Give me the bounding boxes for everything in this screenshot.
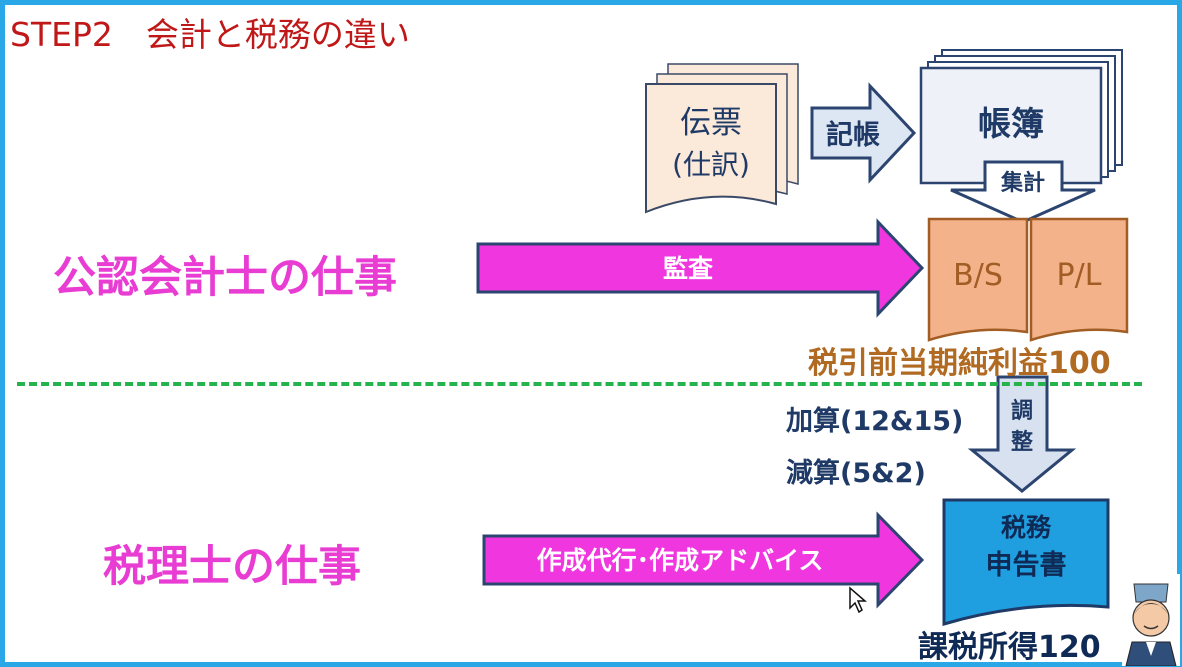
- voucher-sublabel: (仕訳): [672, 148, 750, 181]
- voucher-label: 伝票: [680, 105, 742, 141]
- voucher-stack: 伝票 (仕訳): [645, 63, 799, 214]
- section-divider: [17, 382, 1142, 386]
- deduction-label: 減算(5&2): [786, 458, 926, 489]
- pl-document: P/L: [1029, 217, 1129, 342]
- pretax-income-label: 税引前当期純利益100: [808, 346, 1111, 381]
- mouse-cursor-icon: [849, 586, 868, 614]
- tax-service-arrow: 作成代行･作成アドバイス: [482, 511, 925, 609]
- bs-document: B/S: [927, 217, 1029, 342]
- adjust-label-2: 整: [1011, 429, 1033, 455]
- presenter-avatar: [1122, 574, 1180, 666]
- adjustment-arrow: 調 整: [967, 375, 1077, 493]
- aggregate-arrow: 集計: [950, 160, 1096, 224]
- cpa-work-label: 公認会計士の仕事: [53, 253, 397, 303]
- posting-label: 記帳: [826, 119, 880, 151]
- addition-label: 加算(12&15): [786, 406, 964, 437]
- adjust-label-1: 調: [1011, 398, 1033, 424]
- tax-accountant-work-label: 税理士の仕事: [103, 542, 361, 592]
- audit-arrow: 監査: [476, 218, 925, 318]
- ledger-label: 帳簿: [978, 104, 1044, 143]
- tax-return-document: 税務 申告書: [942, 498, 1110, 627]
- tax-return-label-1: 税務: [1001, 513, 1052, 542]
- pl-label: P/L: [1057, 258, 1102, 293]
- bs-label: B/S: [953, 258, 1003, 293]
- tax-return-label-2: 申告書: [986, 550, 1067, 581]
- slide-title: STEP2 会計と税務の違い: [10, 15, 410, 54]
- tax-service-label: 作成代行･作成アドバイス: [537, 546, 824, 575]
- taxable-income-label: 課税所得120: [918, 630, 1101, 665]
- audit-label: 監査: [663, 254, 713, 283]
- aggregate-label: 集計: [1000, 170, 1045, 196]
- posting-arrow: 記帳: [810, 82, 917, 184]
